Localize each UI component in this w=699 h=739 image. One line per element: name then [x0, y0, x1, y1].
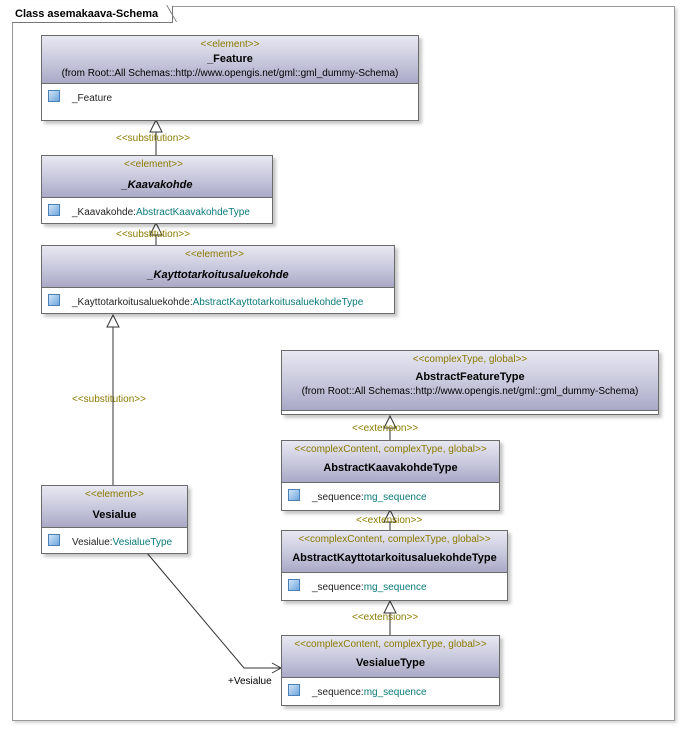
attribute-icon: [48, 90, 60, 102]
attribute-type: mg_sequence: [363, 492, 427, 503]
stereotype: <<complexContent, complexType, global>>: [294, 444, 487, 455]
attribute-type: AbstractKayttotarkoitusaluekohdeType: [192, 297, 364, 308]
substitution-label: <<substitution>>: [72, 394, 146, 405]
attribute-name: _Feature: [72, 93, 113, 104]
extension-label: <<extension>>: [352, 612, 419, 623]
class-name: _Kaavakohde: [121, 179, 193, 191]
class-abstract-kayttotarkoitus-type-header: <<complexContent, complexType, global>> …: [282, 531, 507, 573]
attribute-type: mg_sequence: [363, 687, 427, 698]
class-abstract-kaavakohde-type-header: <<complexContent, complexType, global>> …: [282, 441, 499, 483]
attribute-icon: [48, 204, 60, 216]
stereotype: <<element>>: [124, 159, 183, 170]
attribute-row: _Kaavakohde:AbstractKaavakohdeType: [42, 198, 272, 220]
attribute-name: _Kayttotarkoitusaluekohde:: [72, 297, 193, 308]
class-name: AbstractKaavakohdeType: [323, 462, 458, 474]
class-kayttotarkoitusaluekohde[interactable]: <<element>> _Kayttotarkoitusaluekohde _K…: [41, 245, 395, 314]
stereotype: <<element>>: [185, 249, 244, 260]
class-vesialue-type[interactable]: <<complexContent, complexType, global>> …: [281, 635, 500, 706]
class-abstract-feature-type-header: <<complexType, global>> AbstractFeatureT…: [282, 351, 658, 411]
attribute-name: _Kaavakohde:: [72, 207, 136, 218]
class-abstract-feature-type[interactable]: <<complexType, global>> AbstractFeatureT…: [281, 350, 659, 415]
attribute-row: Vesialue:VesialueType: [42, 528, 187, 550]
class-name: VesialueType: [356, 657, 425, 669]
attribute-row: _sequence:mg_sequence: [282, 573, 507, 595]
association-connector-vesialue-vesialue-type[interactable]: [146, 552, 283, 674]
class-feature[interactable]: <<element>> _Feature (from Root::All Sch…: [41, 35, 419, 121]
attribute-icon: [288, 489, 300, 501]
class-name: _Feature: [207, 53, 253, 65]
attribute-icon: [48, 534, 60, 546]
substitution-connector-kaavakohde-feature[interactable]: [149, 118, 163, 155]
extension-connector-kaavakohde-feature-type[interactable]: [383, 414, 397, 440]
class-origin: (from Root::All Schemas::http://www.open…: [301, 386, 639, 397]
attribute-name: _sequence:: [312, 492, 364, 503]
class-kaavakohde-header: <<element>> _Kaavakohde: [42, 156, 272, 198]
attribute-icon: [288, 684, 300, 696]
attribute-icon: [48, 294, 60, 306]
class-name: AbstractKayttotarkoitusaluekohdeType: [292, 552, 497, 564]
association-role-label: +Vesialue: [228, 676, 272, 687]
attribute-type: AbstractKaavakohdeType: [135, 207, 250, 218]
class-abstract-kayttotarkoitus-type[interactable]: <<complexContent, complexType, global>> …: [281, 530, 508, 601]
attribute-row: _sequence:mg_sequence: [282, 483, 499, 505]
attribute-row: _sequence:mg_sequence: [282, 678, 499, 700]
substitution-connector-vesialue-kayttotarkoitus[interactable]: [106, 313, 120, 485]
attribute-row: _Feature: [42, 84, 418, 106]
class-name: Vesialue: [92, 509, 137, 521]
class-kaavakohde[interactable]: <<element>> _Kaavakohde _Kaavakohde:Abst…: [41, 155, 273, 224]
extension-connector-vesialue-type-kayttotarkoitus-type[interactable]: [383, 599, 397, 635]
stereotype: <<complexContent, complexType, global>>: [294, 639, 487, 650]
attribute-name: _sequence:: [312, 687, 364, 698]
class-name: AbstractFeatureType: [415, 371, 525, 383]
attribute-row: _Kayttotarkoitusaluekohde:AbstractKaytto…: [42, 288, 394, 310]
attribute-name: Vesialue:: [72, 537, 113, 548]
stereotype: <<element>>: [200, 39, 260, 50]
substitution-label: <<substitution>>: [116, 133, 190, 144]
substitution-label: <<substitution>>: [116, 229, 190, 240]
substitution-connector-kayttotarkoitus-kaavakohde[interactable]: [149, 221, 163, 245]
attribute-type: mg_sequence: [363, 582, 427, 593]
class-kayttotarkoitusaluekohde-header: <<element>> _Kayttotarkoitusaluekohde: [42, 246, 394, 288]
attribute-type: VesialueType: [112, 537, 173, 548]
stereotype: <<element>>: [85, 489, 144, 500]
extension-connector-kayttotarkoitus-kaavakohde-type[interactable]: [383, 508, 397, 530]
class-vesialue[interactable]: <<element>> Vesialue Vesialue:VesialueTy…: [41, 485, 188, 554]
attribute-name: _sequence:: [312, 582, 364, 593]
extension-label: <<extension>>: [356, 515, 423, 526]
class-origin: (from Root::All Schemas::http://www.open…: [61, 68, 399, 79]
class-vesialue-header: <<element>> Vesialue: [42, 486, 187, 528]
class-name: _Kayttotarkoitusaluekohde: [147, 269, 289, 281]
attribute-icon: [288, 579, 300, 591]
class-abstract-kaavakohde-type[interactable]: <<complexContent, complexType, global>> …: [281, 440, 500, 511]
frame-title: Class asemakaava-Schema: [12, 6, 174, 23]
class-vesialue-type-header: <<complexContent, complexType, global>> …: [282, 636, 499, 678]
extension-label: <<extension>>: [352, 423, 419, 434]
class-feature-header: <<element>> _Feature (from Root::All Sch…: [42, 36, 418, 84]
stereotype: <<complexType, global>>: [412, 354, 528, 365]
stereotype: <<complexContent, complexType, global>>: [298, 534, 491, 545]
